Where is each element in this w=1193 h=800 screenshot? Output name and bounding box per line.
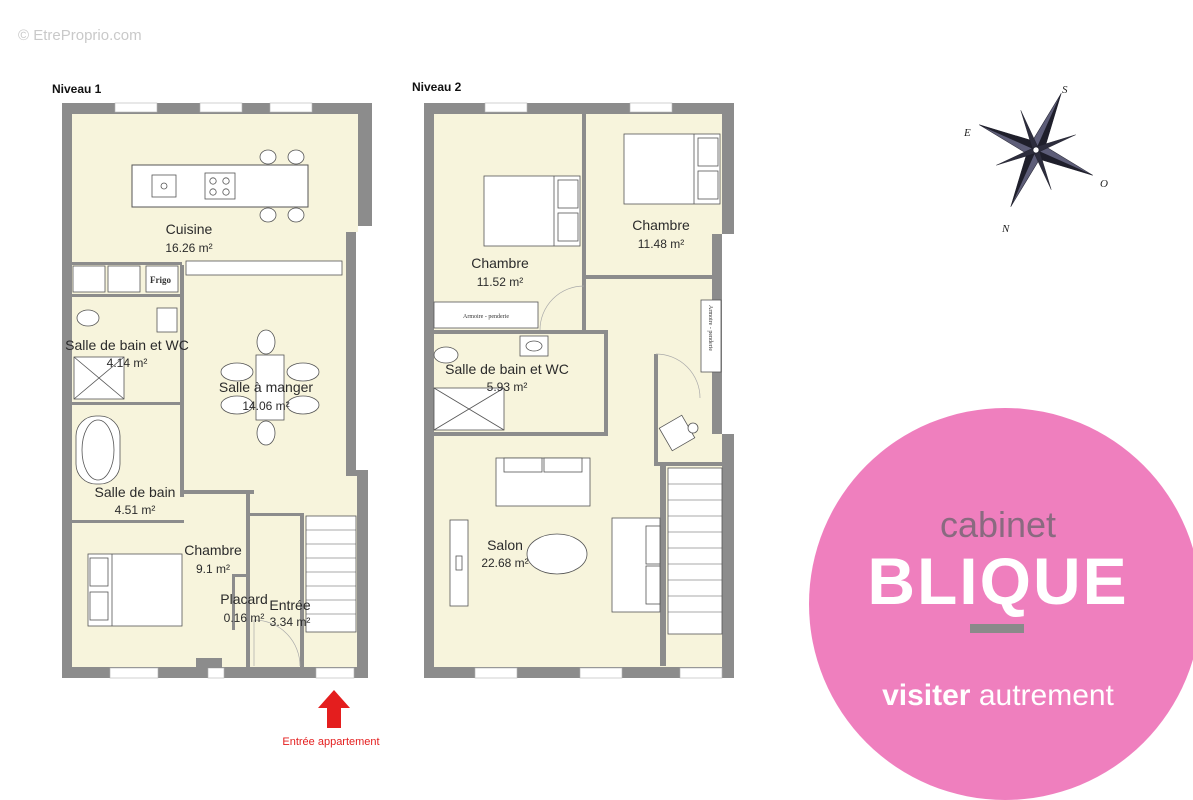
room-name-chambre-2b: Chambre (632, 217, 690, 233)
room-name-cuisine: Cuisine (166, 221, 213, 237)
room-name-sdb-wc-1: Salle de bain et WC (65, 337, 189, 353)
room-area-salon: 22.68 m² (481, 556, 528, 570)
bathroom-2-fixtures (433, 335, 549, 431)
level-2-plan: Armoire - penderie Armoire - penderie (424, 102, 734, 679)
logo-tagline: visiter autrement (882, 679, 1114, 712)
logo-line-2: BLIQUE (867, 544, 1128, 618)
room-name-salle-a-manger: Salle à manger (219, 379, 314, 395)
level-2-label: Niveau 2 (412, 80, 462, 94)
wardrobe-right: Armoire - penderie (700, 299, 722, 373)
bed-level-1 (87, 553, 183, 627)
kitchen-counter (185, 260, 343, 276)
bed-level-2-left (483, 175, 581, 247)
logo-line-1: cabinet (940, 504, 1056, 545)
wardrobe-left: Armoire - penderie (433, 301, 539, 329)
room-area-sdb-wc-1: 4.14 m² (107, 356, 148, 370)
room-area-chambre-2b: 11.48 m² (638, 237, 684, 251)
level-2-windows (474, 102, 723, 679)
room-area-entree: 3.34 m² (270, 615, 311, 629)
room-area-salle-a-manger: 14.06 m² (242, 399, 289, 413)
dining-table (220, 329, 320, 446)
room-area-sdb-wc-2: 5.93 m² (487, 380, 528, 394)
logo-tagline-rest: autrement (970, 679, 1114, 712)
wardrobe-left-label: Armoire - penderie (463, 314, 509, 320)
compass-s-label: S (1062, 84, 1068, 96)
cabinet-blique-logo: cabinet BLIQUE visiter autrement (809, 408, 1193, 800)
level-2-room-labels: Chambre 11.52 m² Chambre 11.48 m² Salle … (445, 217, 690, 570)
level-1-interior-walls (72, 262, 304, 668)
room-area-cuisine: 16.26 m² (165, 241, 212, 255)
level-1-plan: Frigo (62, 102, 380, 748)
room-area-salle-de-bain: 4.51 m² (115, 503, 156, 517)
bar-stools (259, 149, 305, 223)
stairs-level-1 (305, 515, 357, 633)
tv-unit (449, 519, 469, 607)
entrance-label: Entrée appartement (282, 736, 379, 748)
room-name-chambre-2a: Chambre (471, 255, 529, 271)
bathroom-1-fixtures (73, 307, 178, 400)
room-name-chambre-1: Chambre (184, 542, 242, 558)
logo-tagline-bold: visiter (882, 679, 971, 712)
level-2-door-swings (539, 285, 701, 399)
room-name-entree: Entrée (269, 597, 310, 613)
coffee-table (526, 533, 588, 575)
compass-e-label: E (963, 127, 971, 139)
sofa-top (495, 457, 591, 507)
room-name-sdb-wc-2: Salle de bain et WC (445, 361, 569, 377)
room-area-chambre-1: 9.1 m² (196, 562, 230, 576)
entrance-arrow-icon (318, 690, 350, 728)
kitchen-island (131, 164, 309, 208)
room-area-chambre-2a: 11.52 m² (477, 275, 523, 289)
level-1-floor (72, 114, 358, 667)
level-1-door-swings (253, 619, 301, 667)
stairs-level-2 (667, 467, 723, 635)
room-area-placard: 0.16 m² (224, 611, 265, 625)
level-1-label: Niveau 1 (52, 82, 102, 96)
compass-n-label: N (1001, 223, 1010, 235)
level-1-room-labels: Cuisine 16.26 m² Salle de bain et WC 4.1… (65, 221, 313, 629)
bathtub (75, 415, 121, 485)
kitchen-appliances: Frigo (72, 265, 179, 293)
room-name-salon: Salon (487, 537, 523, 553)
bed-level-2-right (623, 133, 721, 205)
room-name-placard: Placard (220, 591, 267, 607)
watermark: © EtreProprio.com (18, 27, 142, 44)
sofa-right (611, 517, 661, 613)
compass-o-label: O (1100, 178, 1108, 190)
level-2-interior-walls (434, 114, 722, 666)
compass-rose-icon (979, 93, 1093, 207)
frigo-label: Frigo (150, 275, 171, 285)
wardrobe-right-label: Armoire - penderie (707, 305, 713, 351)
desk-chair (658, 414, 699, 452)
logo-underline (970, 624, 1024, 633)
room-name-salle-de-bain: Salle de bain (95, 484, 176, 500)
